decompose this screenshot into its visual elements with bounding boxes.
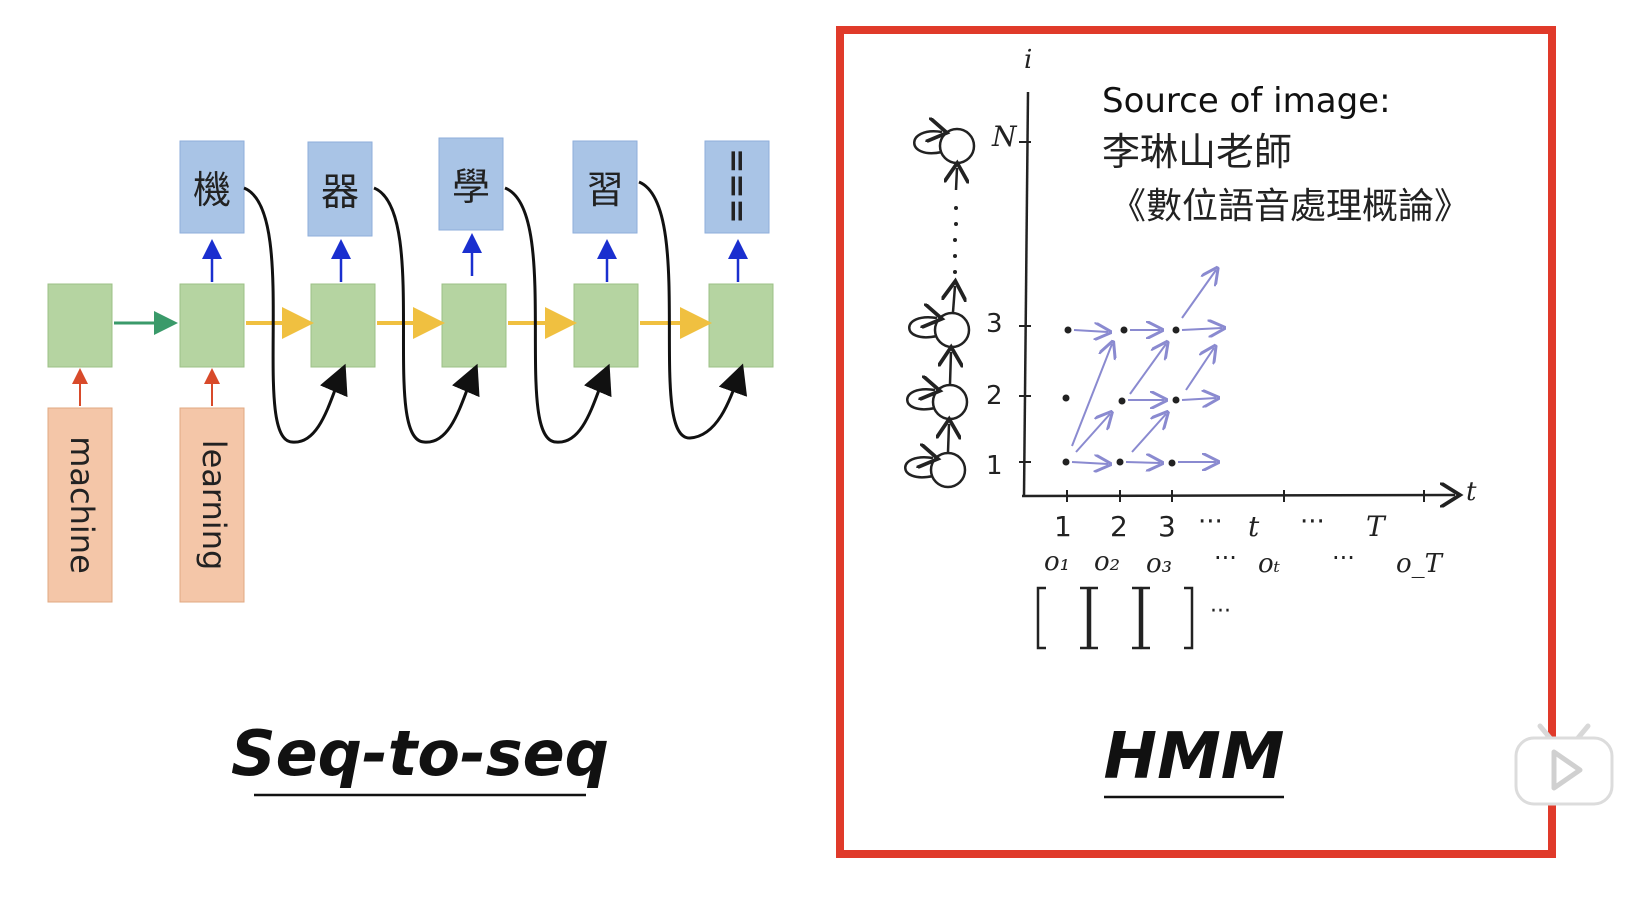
x-axis-label: t bbox=[1466, 477, 1477, 507]
state-label-2: 2 bbox=[986, 381, 1003, 411]
y-axis-label: i bbox=[1024, 45, 1032, 75]
obs-label: ··· bbox=[1214, 544, 1237, 572]
hidden-state-box bbox=[47, 283, 113, 368]
time-label: ··· bbox=[1198, 507, 1223, 537]
x-axis bbox=[1021, 495, 1455, 496]
output-box: 學 bbox=[438, 137, 504, 231]
source-label: Source of image: bbox=[1102, 81, 1391, 121]
hmm-title: HMM bbox=[1104, 720, 1285, 794]
time-label: t bbox=[1248, 510, 1260, 543]
hidden-state-box bbox=[310, 283, 376, 368]
input-label-machine: machine bbox=[63, 436, 101, 574]
obs-vector-ellipsis: ··· bbox=[1210, 599, 1231, 624]
output-token-end: === bbox=[719, 148, 754, 223]
time-label: ··· bbox=[1300, 507, 1325, 537]
state-label-n: N bbox=[991, 120, 1018, 153]
y-axis bbox=[1022, 91, 1030, 497]
output-token: 學 bbox=[452, 165, 490, 209]
time-label: 1 bbox=[1054, 510, 1072, 543]
output-box: 器 bbox=[307, 141, 373, 237]
play-button[interactable] bbox=[1510, 718, 1618, 810]
obs-label: o₂ bbox=[1094, 547, 1120, 577]
trellis-arrows bbox=[1071, 270, 1222, 464]
output-token: 習 bbox=[586, 168, 624, 212]
feedback-curve bbox=[504, 186, 612, 444]
input-box-learning: learning bbox=[179, 407, 245, 603]
hmm-frame bbox=[836, 26, 1556, 858]
input-box-machine: machine bbox=[47, 407, 113, 603]
feedback-curve bbox=[373, 186, 480, 444]
hidden-state-box bbox=[708, 283, 774, 368]
obs-label: o_T bbox=[1396, 549, 1444, 579]
feedback-curve bbox=[243, 186, 348, 444]
hidden-state-box bbox=[441, 283, 507, 368]
state-chain bbox=[904, 129, 976, 489]
time-label: 2 bbox=[1110, 510, 1128, 543]
state-label-1: 1 bbox=[986, 451, 1003, 481]
output-box: 習 bbox=[572, 140, 638, 234]
trellis-nodes bbox=[1062, 326, 1180, 467]
state-label-3: 3 bbox=[986, 309, 1003, 339]
state-chain-dots bbox=[953, 206, 958, 274]
output-box: 機 bbox=[179, 140, 245, 234]
hidden-state-box bbox=[179, 283, 245, 368]
input-label-learning: learning bbox=[195, 440, 233, 571]
output-box: === bbox=[704, 140, 770, 234]
obs-label: o₁ bbox=[1044, 547, 1070, 577]
time-label: T bbox=[1366, 510, 1387, 543]
observation-vectors bbox=[1036, 586, 1194, 650]
hidden-state-box bbox=[573, 283, 639, 368]
source-author: 李琳山老師 bbox=[1102, 130, 1292, 174]
source-book: 《數位語音處理概論》 bbox=[1110, 186, 1470, 227]
seq2seq-title: Seq-to-seq bbox=[231, 717, 609, 790]
obs-label: ··· bbox=[1332, 544, 1355, 572]
play-icon bbox=[1514, 723, 1614, 806]
output-token: 器 bbox=[321, 170, 359, 214]
obs-label: o₃ bbox=[1146, 549, 1172, 579]
time-label: 3 bbox=[1158, 510, 1176, 543]
obs-label: oₜ bbox=[1258, 549, 1281, 579]
x-ticks bbox=[1066, 490, 1425, 502]
feedback-curve bbox=[638, 180, 748, 440]
output-token: 機 bbox=[193, 168, 231, 212]
seq2seq-diagram: machine learning 機 bbox=[47, 137, 774, 797]
hmm-panel: Source of image: 李琳山老師 《數位語音處理概論》 i t N … bbox=[836, 26, 1556, 858]
